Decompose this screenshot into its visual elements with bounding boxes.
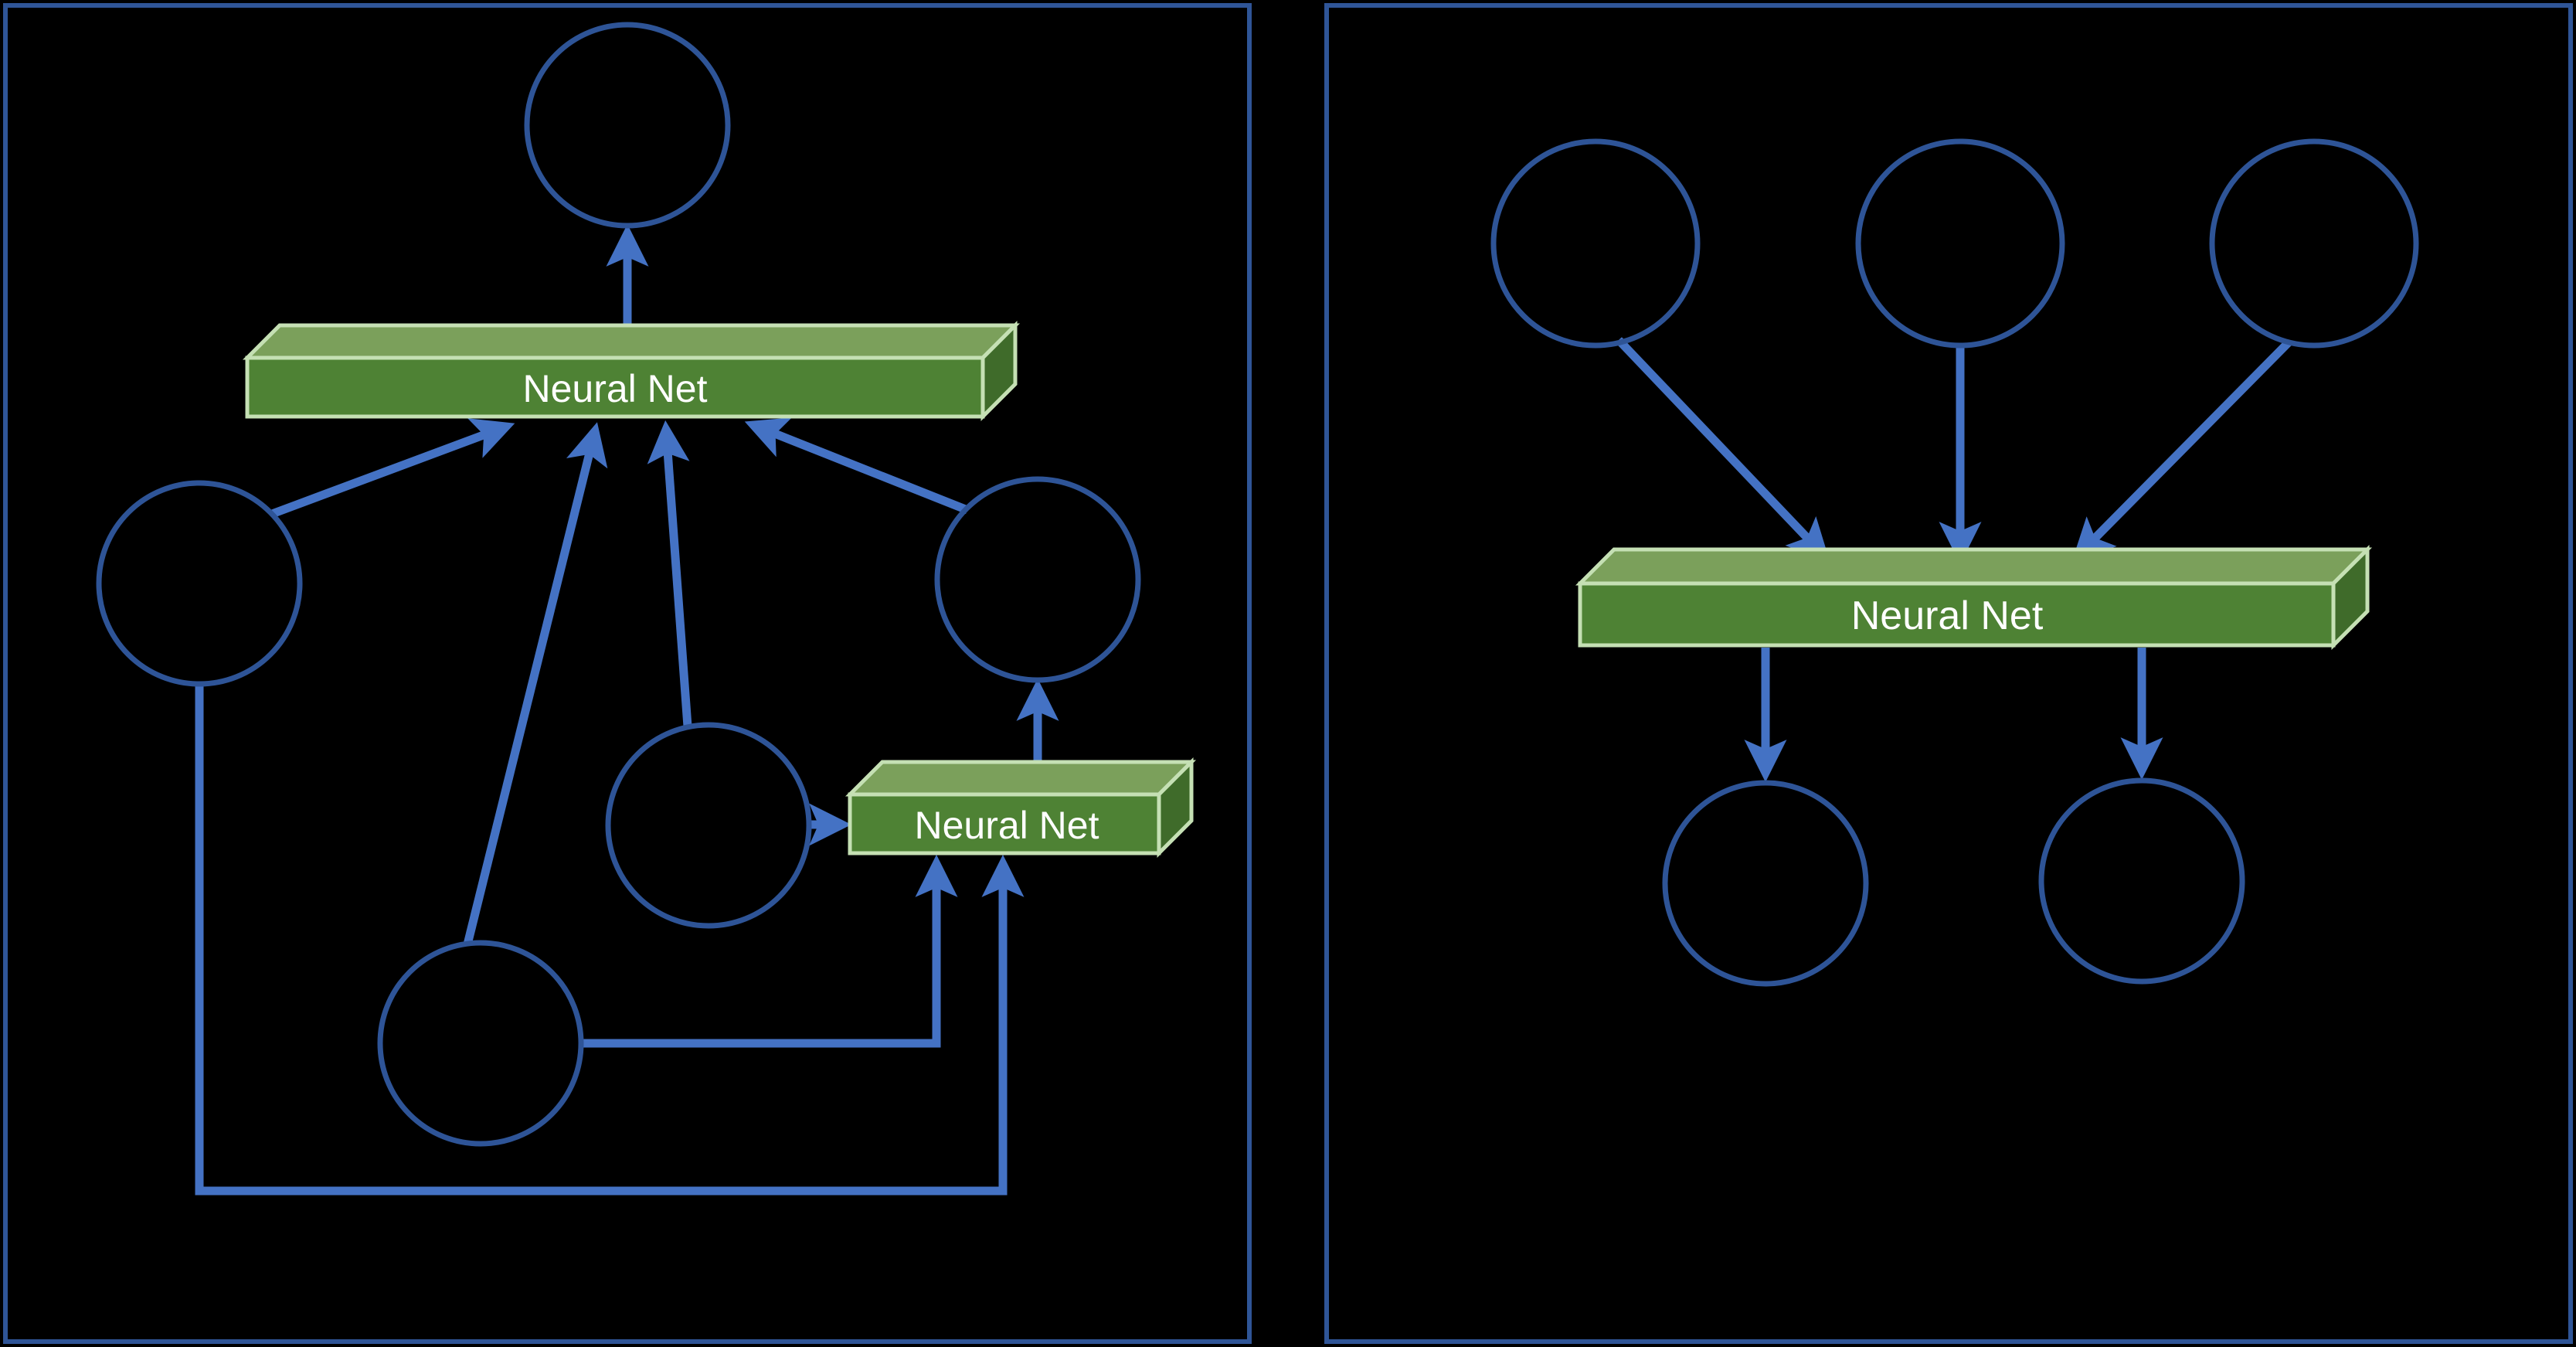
node-circle-input-2[interactable] <box>1855 138 2065 349</box>
edge-left-to-nn-sub <box>195 683 1025 1196</box>
neural-net-label: Neural Net <box>523 367 708 410</box>
box-front-face <box>245 355 985 419</box>
node-circle-output-2[interactable] <box>2038 777 2245 985</box>
neural-net-box-sub-left[interactable]: Neural Net <box>845 757 1197 859</box>
edge-left-to-nn-main <box>270 418 515 519</box>
node-circle-right[interactable] <box>934 476 1141 683</box>
neural-net-label: Neural Net <box>1851 594 2044 638</box>
right-panel-connectors <box>1616 337 2292 783</box>
node-circle-middle[interactable] <box>605 722 812 929</box>
panel-borders <box>3 3 2573 1344</box>
node-circle-left[interactable] <box>96 480 303 687</box>
edge-input-1-to-nn <box>1616 337 1830 562</box>
right-panel-border <box>1324 3 2573 1344</box>
left-panel-connectors <box>195 223 1059 1196</box>
node-circle-bottom-left[interactable] <box>377 940 584 1147</box>
node-circle-input-1[interactable] <box>1490 138 1701 349</box>
box-top-face <box>242 323 1021 360</box>
left-panel-nodes <box>96 22 1141 1147</box>
neural-net-label: Neural Net <box>915 804 1099 847</box>
edge-mid-to-nn-main <box>647 420 692 727</box>
node-circle-output-1[interactable] <box>1662 780 1869 987</box>
edge-right-to-nn-main <box>744 417 970 515</box>
edge-bottom-to-nn-sub <box>580 854 958 1048</box>
right-panel-nodes <box>1490 138 2419 987</box>
node-circle-top[interactable] <box>524 22 731 229</box>
box-front-face <box>848 792 1161 855</box>
node-circle-input-3[interactable] <box>2209 138 2419 349</box>
left-panel-border <box>3 3 1252 1344</box>
edge-bottom-to-nn-main <box>463 422 608 946</box>
neural-net-box-main-left[interactable]: Neural Net <box>242 320 1021 422</box>
edge-input-3-to-nn <box>2071 339 2292 562</box>
box-front-face <box>1578 581 2336 648</box>
neural-net-box-main-right[interactable]: Neural Net <box>1575 544 2373 651</box>
box-top-face <box>1575 547 2373 586</box>
box-top-face <box>845 760 1197 797</box>
